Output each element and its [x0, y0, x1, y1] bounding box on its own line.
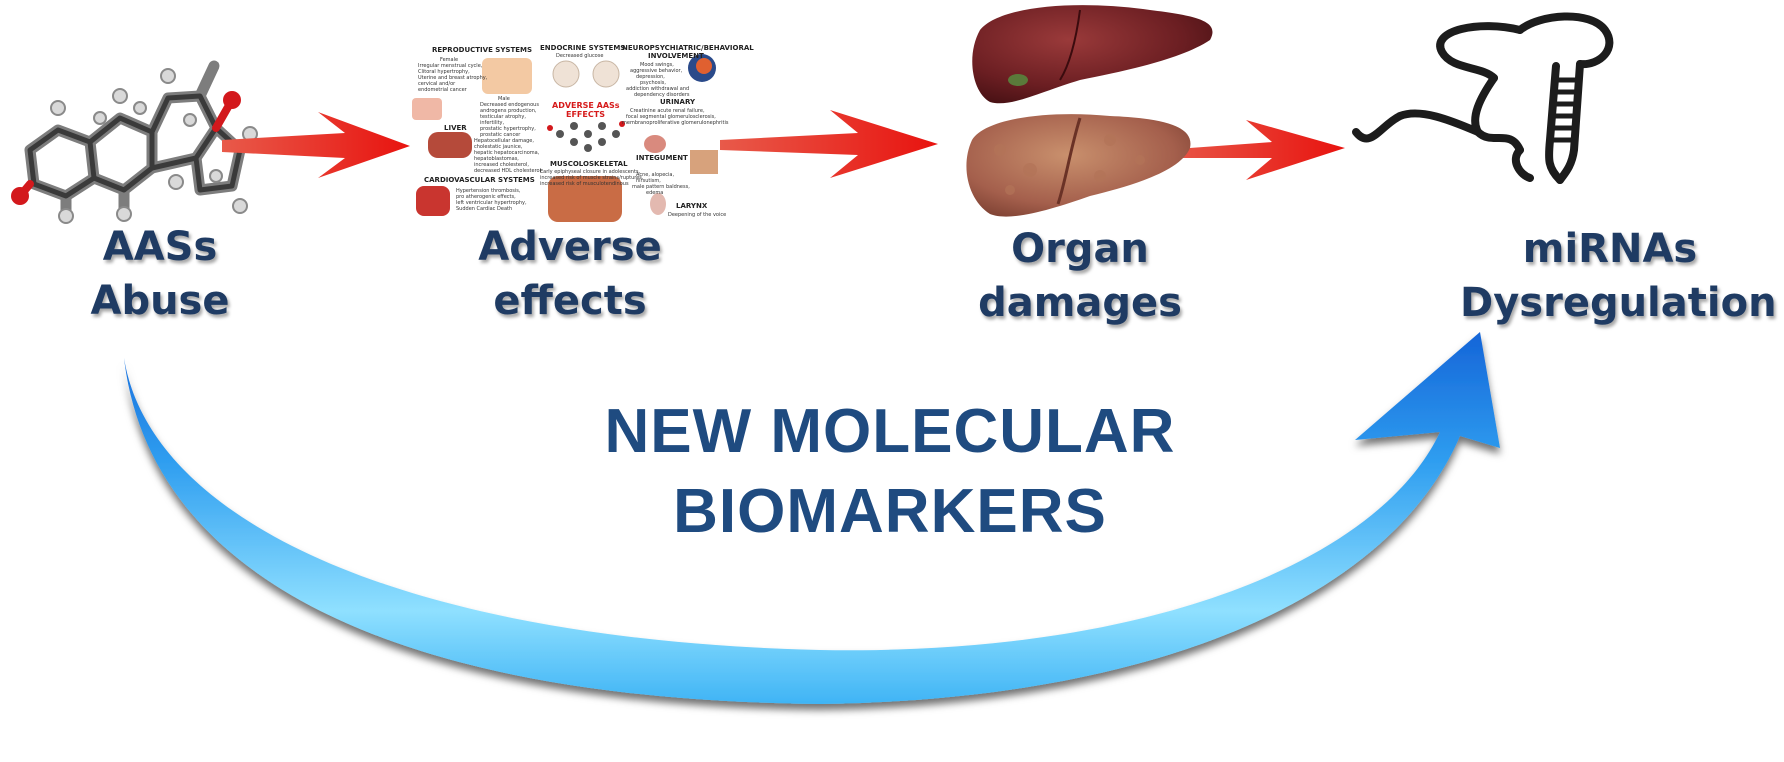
- step-label-line: Dysregulation: [1460, 280, 1777, 326]
- effects-section-title: INTEGUMENT: [636, 154, 688, 162]
- effects-section-line: prostatic cancer: [480, 132, 521, 138]
- effects-section-line: increased cholesterol,: [474, 162, 529, 168]
- effects-section-line: Hypertension thrombosis,: [456, 188, 521, 194]
- damaged-liver-icon: [966, 114, 1191, 217]
- effects-section-title: REPRODUCTIVE SYSTEMS: [432, 46, 532, 54]
- effects-section-line: addiction withdrawal and: [626, 86, 689, 92]
- effects-section-line: Deepening of the voice: [668, 212, 726, 218]
- effects-section-title: CARDIOVASCULAR SYSTEMS: [424, 176, 535, 184]
- step-label-line: AASs: [102, 224, 218, 270]
- effects-section-line: decreased HDL cholesterol: [474, 168, 541, 174]
- effects-section-line: Clitoral hypertrophy,: [418, 69, 470, 75]
- effects-section-line: endometrial cancer: [418, 87, 468, 93]
- effects-section-line: aggressive behavior,: [630, 68, 683, 74]
- step-label-line: damages: [978, 280, 1182, 326]
- effects-section-line: cholestatic jaunice,: [474, 144, 523, 150]
- reproductive-organ-icon: [482, 58, 532, 94]
- effects-section-line: hepatic hepatocarcinoma,: [474, 150, 540, 156]
- effects-section-line: Early epiphyseal closure in adolescents,: [540, 169, 641, 175]
- larynx-icon: [650, 193, 666, 215]
- step-label-organ-damages: Organ damages: [955, 222, 1205, 330]
- effects-section-line: prostatic hypertrophy,: [480, 126, 536, 132]
- effects-section-line: male pattern baldness,: [632, 184, 690, 190]
- effects-section-line: Creatinine acute renal failure,: [630, 108, 705, 114]
- healthy-liver-icon: [972, 5, 1213, 104]
- effects-section-line: psychosis,: [640, 80, 666, 86]
- effects-section-title: ENDOCRINE SYSTEMS: [540, 44, 625, 52]
- banner-line: BIOMARKERS: [673, 477, 1107, 546]
- effects-section-line: left ventricular hypertrophy,: [456, 200, 527, 206]
- effects-section-line: hirsutism,: [636, 178, 661, 184]
- effects-section-title: MUSCOLOSKELETAL: [550, 160, 628, 168]
- effects-section-line: Decreased glucose: [556, 53, 603, 59]
- effects-section-line: dependency disorders: [634, 92, 690, 98]
- effects-section-line: Irregular menstrual cycle,: [418, 63, 483, 69]
- effects-section-title: NEUROPSYCHIATRIC/BEHAVIORAL: [622, 44, 754, 52]
- liver-icon: [428, 132, 472, 158]
- step-label-line: miRNAs: [1522, 226, 1698, 272]
- kidney-icon: [644, 135, 666, 153]
- step-label-line: Adverse effects: [478, 224, 662, 324]
- effects-section-title: LARYNX: [676, 202, 708, 210]
- effects-section-line: infertility,: [480, 120, 504, 126]
- heart-icon: [416, 186, 450, 216]
- steroid-molecule-icon: [11, 60, 258, 224]
- effects-section-line: Male: [498, 96, 510, 102]
- effects-section-line: Sudden Cardiac Death: [456, 206, 512, 212]
- effects-section-line: increased risk of muscle strains/rupture…: [540, 175, 644, 181]
- panel-molecule-icon: [547, 121, 625, 152]
- curved-arrow-icon: [124, 332, 1500, 704]
- effects-section-line: edema: [646, 190, 663, 196]
- arrow-right-icon: [222, 112, 410, 178]
- banner-line: NEW MOLECULAR: [604, 397, 1176, 466]
- step-label-line: Abuse: [90, 278, 230, 324]
- mirna-hairpin-icon: [1352, 12, 1614, 184]
- effects-section-line: cervical and/or: [418, 81, 456, 87]
- arrow-right-icon: [1162, 120, 1345, 180]
- step-label-aass: AASs Abuse: [40, 220, 280, 328]
- arrow-right-icon: [720, 110, 938, 178]
- effects-section-line: Mood swings,: [640, 62, 674, 68]
- effects-section-line: Decreased endogenous: [480, 102, 539, 108]
- step-label-line: Organ: [1011, 226, 1149, 272]
- step-label-adverse-effects: Adverse effects: [405, 220, 735, 328]
- effects-center-title: ADVERSE AASs: [552, 101, 620, 110]
- effects-section-line: Hepatocellular damage,: [474, 138, 534, 144]
- effects-section-line: Acne, alopecia,: [636, 172, 674, 178]
- skin-icon: [690, 150, 718, 174]
- effects-section-line: hepatoblastomas,: [474, 156, 519, 162]
- adverse-effects-panel: REPRODUCTIVE SYSTEMS Female Irregular me…: [412, 38, 754, 226]
- muscle-figure-icon: [548, 176, 622, 222]
- effects-section-line: depression,: [636, 74, 665, 80]
- effects-section-line: androgens production,: [480, 108, 537, 114]
- effects-center-title: EFFECTS: [566, 110, 605, 119]
- effects-section-line: pro atherogenic effects,: [456, 194, 516, 200]
- effects-section-line: increased risk of musculotendinous: [540, 181, 629, 187]
- effects-section-title: LIVER: [444, 124, 467, 132]
- effects-section-line: focal segmental glomerulosclerosis,: [626, 114, 716, 120]
- effects-section-title: URINARY: [660, 98, 696, 106]
- effects-section-line: Uterine and breast atrophy,: [418, 75, 488, 81]
- effects-section-title: INVOLVEMENT: [648, 52, 704, 60]
- biomarkers-banner: NEW MOLECULAR BIOMARKERS: [560, 392, 1220, 552]
- effects-section-line: Female: [440, 57, 458, 63]
- effects-section-line: testicular atrophy,: [480, 114, 526, 120]
- step-label-mirnas: miRNAs Dysregulation: [1460, 222, 1777, 330]
- effects-section-line: membranoproliferative glomerulonephritis: [622, 120, 729, 126]
